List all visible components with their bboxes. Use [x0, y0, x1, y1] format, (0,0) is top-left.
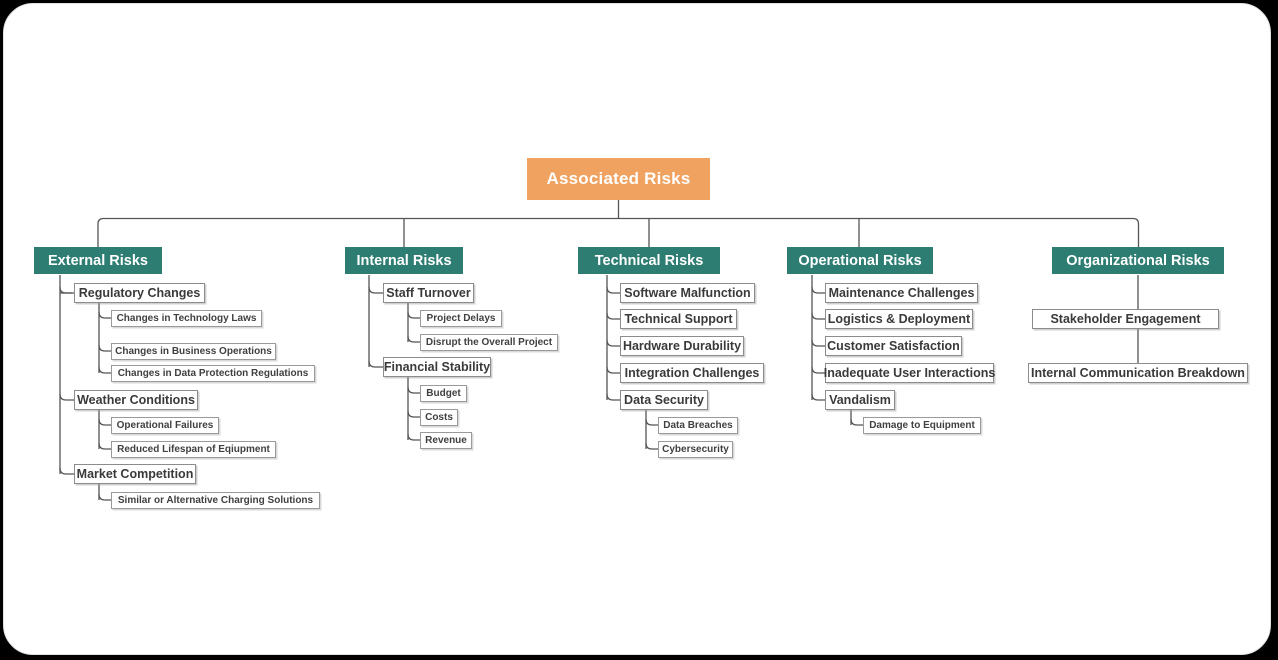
branch-operational-risks[interactable]: Operational Risks	[787, 247, 933, 274]
node-label: Internal Communication Breakdown	[1031, 366, 1245, 380]
node-label: Project Delays	[426, 313, 496, 324]
node-revenue[interactable]: Revenue	[420, 432, 472, 449]
root-node[interactable]: Associated Risks	[527, 158, 710, 200]
node-label: Hardware Durability	[622, 339, 742, 353]
node-label: Budget	[426, 388, 461, 399]
node-label: Weather Conditions	[77, 393, 195, 407]
node-label: Damage to Equipment	[869, 420, 975, 431]
node-label: Changes in Technology Laws	[116, 313, 257, 324]
node-project-delays[interactable]: Project Delays	[420, 310, 502, 327]
node-regulatory-changes[interactable]: Regulatory Changes	[74, 283, 205, 303]
node-budget[interactable]: Budget	[420, 385, 467, 402]
node-label: Integration Challenges	[624, 366, 760, 380]
node-inadequate-user-interactions[interactable]: Inadequate User Interactions	[823, 363, 996, 383]
node-changes-technology-laws[interactable]: Changes in Technology Laws	[111, 310, 262, 327]
node-customer-satisfaction[interactable]: Customer Satisfaction	[825, 336, 962, 356]
node-market-competition[interactable]: Market Competition	[74, 464, 196, 484]
node-data-security[interactable]: Data Security	[620, 390, 708, 410]
node-software-malfunction[interactable]: Software Malfunction	[620, 283, 755, 303]
branch-label: External Risks	[48, 252, 148, 269]
node-integration-challenges[interactable]: Integration Challenges	[620, 363, 764, 383]
node-damage-to-equipment[interactable]: Damage to Equipment	[863, 417, 981, 434]
node-label: Data Security	[624, 393, 704, 407]
node-label: Market Competition	[76, 467, 194, 481]
node-costs[interactable]: Costs	[420, 409, 458, 426]
node-data-breaches[interactable]: Data Breaches	[658, 417, 738, 434]
node-technical-support[interactable]: Technical Support	[620, 309, 737, 329]
node-label: Technical Support	[624, 312, 733, 326]
node-label: Staff Turnover	[386, 286, 471, 300]
node-weather-conditions[interactable]: Weather Conditions	[74, 390, 198, 410]
branch-external-risks[interactable]: External Risks	[34, 247, 162, 274]
diagram-card	[3, 3, 1271, 655]
node-cybersecurity[interactable]: Cybersecurity	[658, 441, 733, 458]
node-label: Customer Satisfaction	[827, 339, 960, 353]
node-label: Costs	[425, 412, 453, 423]
branch-label: Technical Risks	[594, 252, 704, 269]
node-label: Regulatory Changes	[78, 286, 201, 300]
branch-label: Operational Risks	[798, 252, 922, 269]
node-disrupt-overall-project[interactable]: Disrupt the Overall Project	[420, 334, 558, 351]
node-label: Operational Failures	[116, 420, 214, 431]
node-label: Logistics & Deployment	[827, 312, 971, 326]
node-internal-communication-breakdown[interactable]: Internal Communication Breakdown	[1028, 363, 1248, 383]
node-label: Software Malfunction	[624, 286, 751, 300]
node-label: Data Breaches	[663, 420, 733, 431]
node-label: Similar or Alternative Charging Solution…	[117, 495, 314, 506]
node-label: Changes in Business Operations	[115, 346, 272, 357]
node-maintenance-challenges[interactable]: Maintenance Challenges	[825, 283, 978, 303]
node-label: Stakeholder Engagement	[1050, 312, 1201, 326]
node-logistics-deployment[interactable]: Logistics & Deployment	[825, 309, 973, 329]
branch-internal-risks[interactable]: Internal Risks	[345, 247, 463, 274]
node-label: Financial Stability	[383, 360, 491, 374]
node-label: Reduced Lifespan of Eqiupment	[117, 444, 270, 455]
root-node-label: Associated Risks	[546, 169, 691, 188]
node-reduced-lifespan-of-equipment[interactable]: Reduced Lifespan of Eqiupment	[111, 441, 276, 458]
node-label: Cybersecurity	[662, 444, 729, 455]
node-staff-turnover[interactable]: Staff Turnover	[383, 283, 474, 303]
node-label: Inadequate User Interactions	[823, 366, 996, 380]
node-label: Vandalism	[829, 393, 891, 407]
node-label: Revenue	[425, 435, 467, 446]
node-label: Changes in Data Protection Regulations	[117, 368, 309, 379]
node-label: Disrupt the Overall Project	[425, 337, 553, 348]
node-label: Maintenance Challenges	[828, 286, 975, 300]
node-vandalism[interactable]: Vandalism	[825, 390, 895, 410]
node-stakeholder-engagement[interactable]: Stakeholder Engagement	[1032, 309, 1219, 329]
branch-label: Organizational Risks	[1066, 252, 1210, 269]
node-changes-business-operations[interactable]: Changes in Business Operations	[111, 343, 276, 360]
node-similar-alternative-charging-solutions[interactable]: Similar or Alternative Charging Solution…	[111, 492, 320, 509]
node-hardware-durability[interactable]: Hardware Durability	[620, 336, 744, 356]
node-financial-stability[interactable]: Financial Stability	[383, 357, 491, 377]
branch-label: Internal Risks	[356, 252, 452, 269]
branch-organizational-risks[interactable]: Organizational Risks	[1052, 247, 1224, 274]
branch-technical-risks[interactable]: Technical Risks	[578, 247, 720, 274]
node-operational-failures[interactable]: Operational Failures	[111, 417, 219, 434]
node-changes-data-protection-regulations[interactable]: Changes in Data Protection Regulations	[111, 365, 315, 382]
